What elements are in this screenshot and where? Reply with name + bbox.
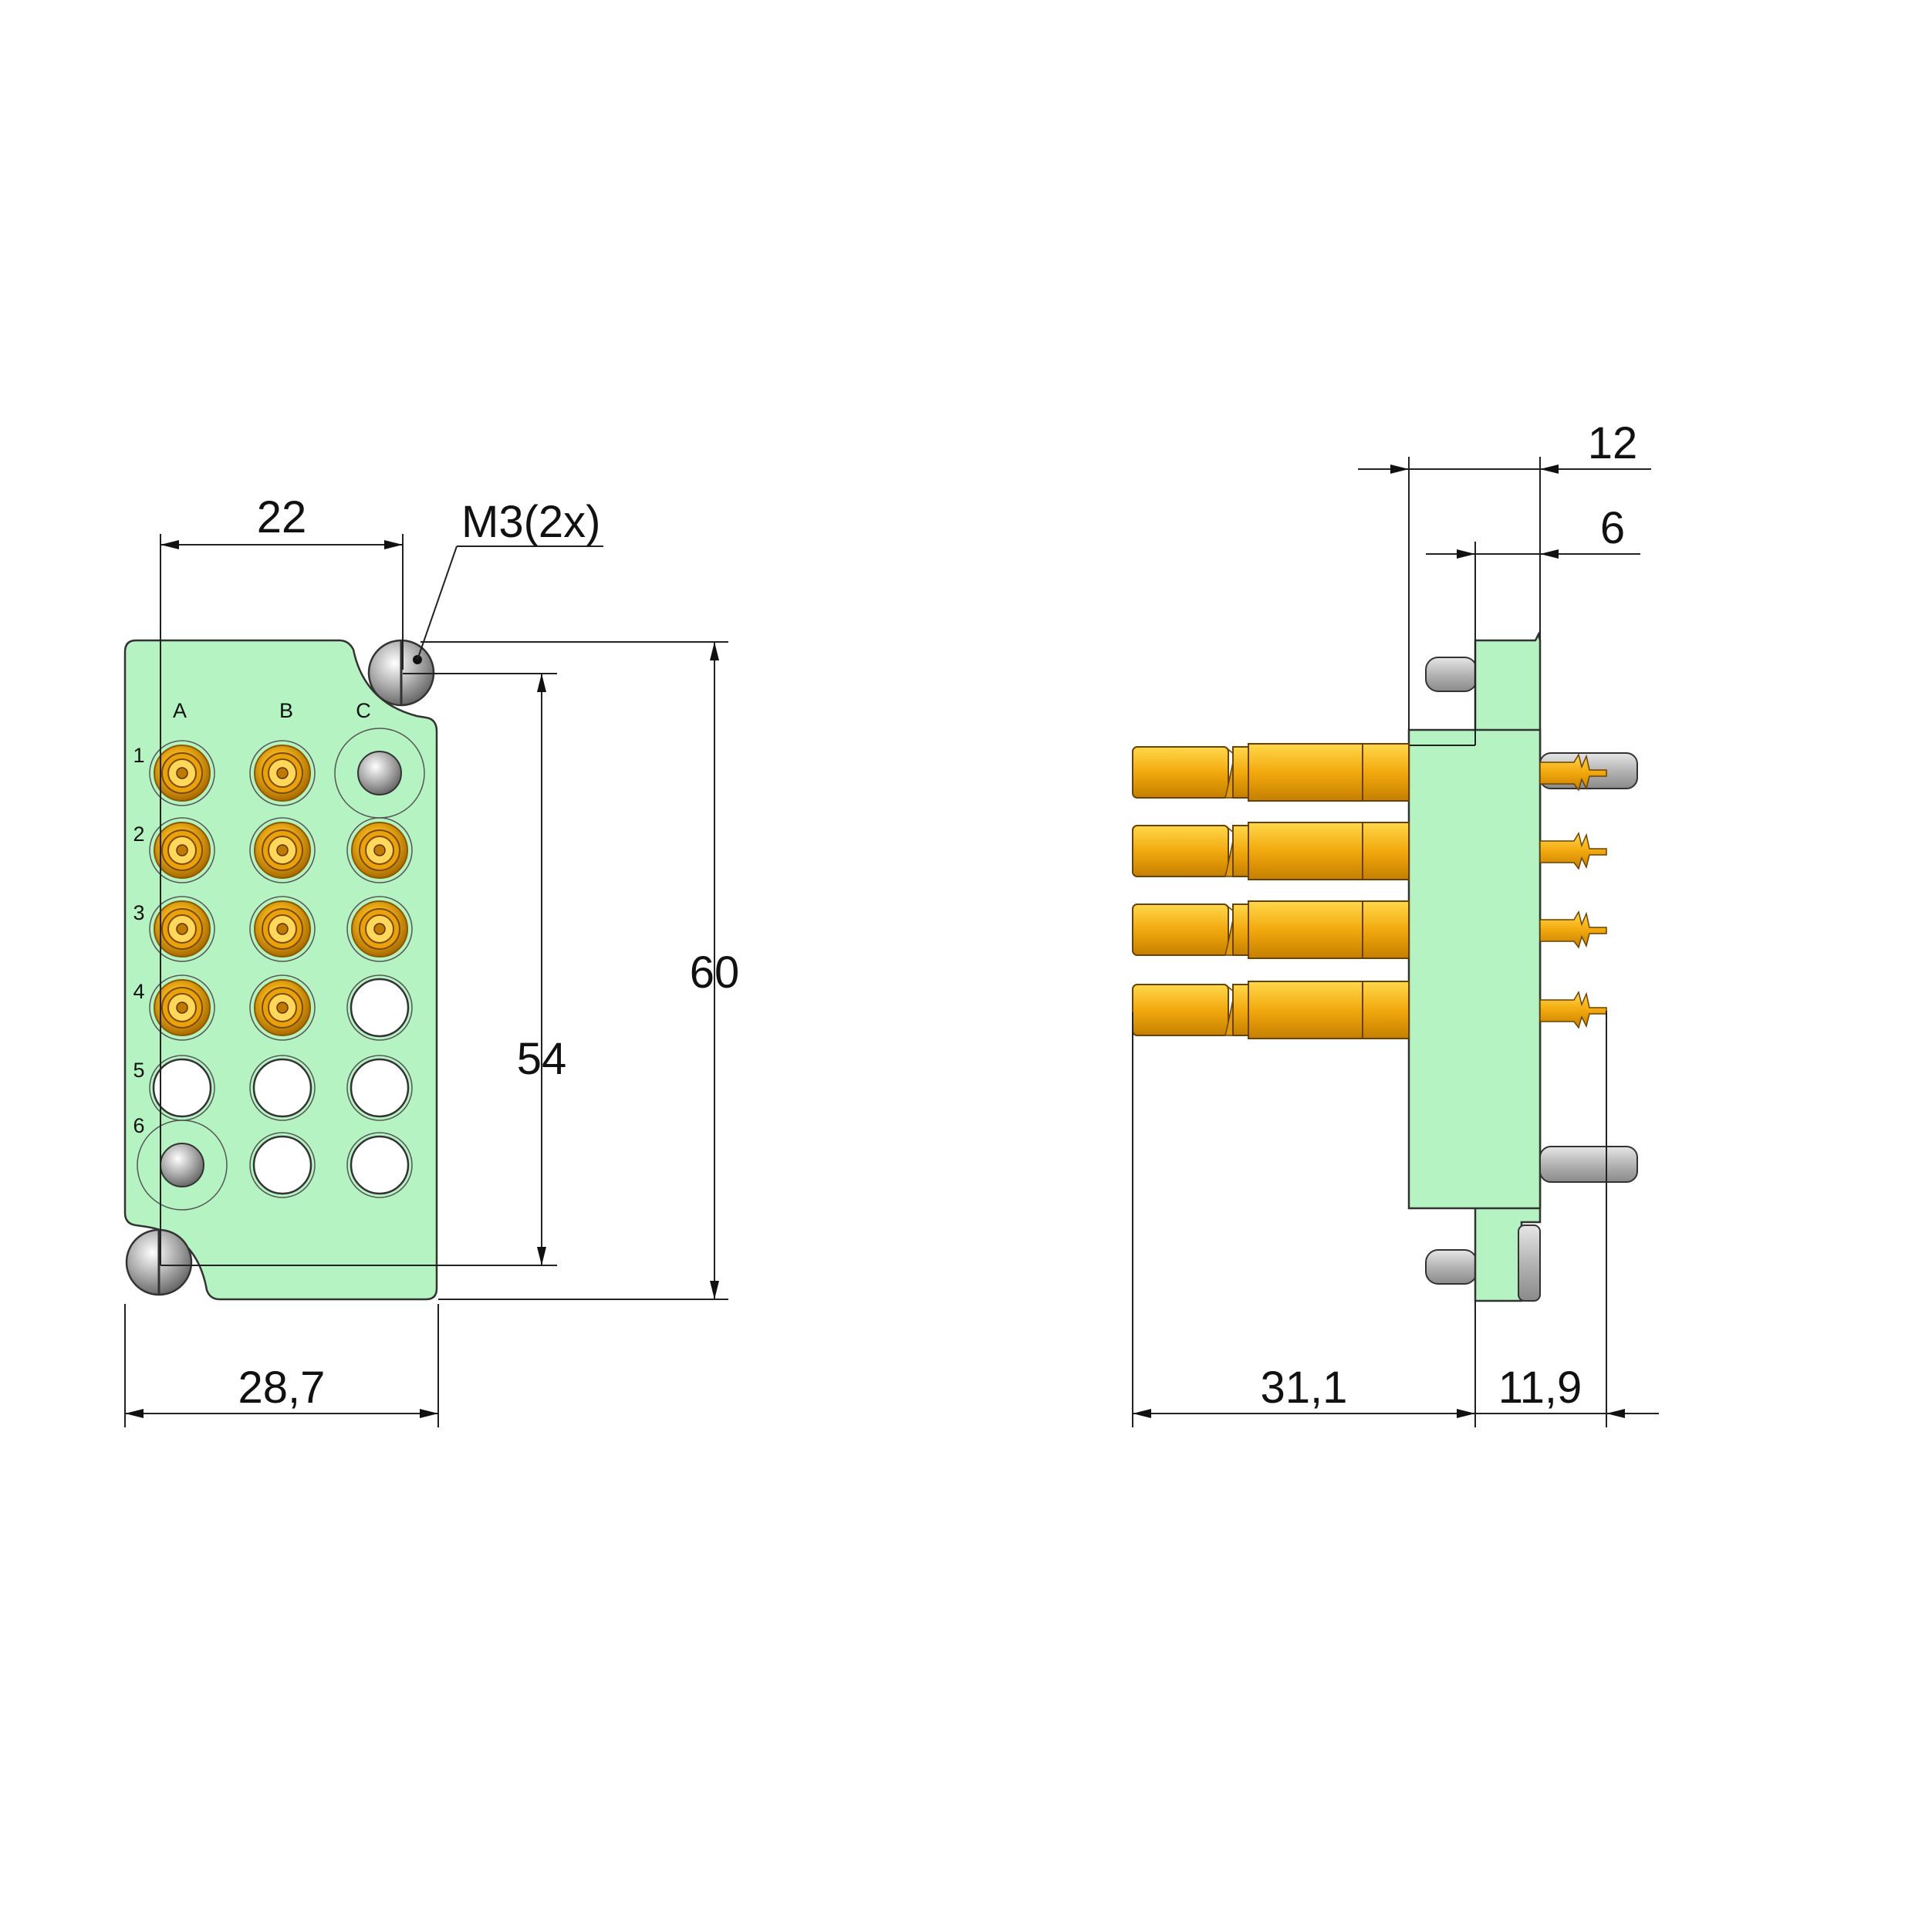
front-view: A B C 1 2 3 4 5 6 (123, 639, 438, 1301)
row-label-1: 1 (133, 744, 144, 767)
contact-e-r5c3 (346, 1055, 413, 1121)
contact-g-r3c3 (346, 896, 413, 962)
guide-pin-top-left (1425, 657, 1478, 692)
column-label-a: A (173, 699, 187, 722)
contact-g-r3c2 (249, 896, 316, 962)
contact-g-r1c2 (249, 740, 316, 806)
dim-28-7: 28,7 (238, 1363, 326, 1413)
column-label-c: C (356, 699, 371, 722)
dim-6: 6 (1600, 503, 1625, 553)
contact-g-r2c2 (249, 817, 316, 883)
front-housing (123, 639, 438, 1301)
contact-g-r4c1 (149, 974, 215, 1041)
dim-12: 12 (1588, 418, 1638, 468)
contact-e-r6c3 (346, 1132, 413, 1198)
side-contact-3 (1132, 900, 1607, 959)
contact-g-r4c2 (249, 974, 316, 1041)
dim-54: 54 (517, 1034, 567, 1084)
row-label-2: 2 (133, 822, 144, 846)
side-view (1132, 631, 1638, 1302)
row-label-3: 3 (133, 901, 144, 924)
contact-e-r6c2 (249, 1132, 316, 1198)
contact-e-r5c1 (149, 1055, 215, 1121)
screw-callout: M3(2x) (461, 497, 600, 547)
side-dimensions: 12 6 31,1 11,9 (1132, 418, 1659, 1427)
dim-31-1: 31,1 (1261, 1363, 1348, 1413)
contact-g-r2c1 (149, 817, 215, 883)
row-label-6: 6 (133, 1114, 144, 1137)
guide-pin-bottom-left (1425, 1249, 1478, 1285)
contact-g-r2c3 (346, 817, 413, 883)
front-dimensions: 22 M3(2x) 28,7 60 54 (124, 492, 740, 1427)
side-body (1407, 728, 1542, 1210)
row-label-4: 4 (133, 980, 144, 1003)
side-contact-1 (1132, 743, 1607, 802)
dim-22: 22 (257, 492, 307, 542)
dim-11-9: 11,9 (1498, 1363, 1582, 1413)
column-label-b: B (279, 699, 293, 722)
guide-pin-bottom-right (1539, 1146, 1638, 1183)
row-label-5: 5 (133, 1059, 144, 1082)
side-contacts (1132, 743, 1607, 1039)
contact-e-r5c2 (249, 1055, 316, 1121)
contact-grid (137, 728, 425, 1211)
contact-g-r1c1 (149, 740, 215, 806)
screw-bottom-left (125, 1228, 193, 1296)
contact-g-r3c1 (149, 896, 215, 962)
contact-e-r4c3 (346, 974, 413, 1041)
side-screw-head (1518, 1224, 1541, 1302)
side-contact-4 (1132, 981, 1607, 1039)
side-contact-2 (1132, 822, 1607, 880)
dim-60: 60 (690, 947, 740, 998)
contact-b-r6c1 (137, 1120, 228, 1211)
